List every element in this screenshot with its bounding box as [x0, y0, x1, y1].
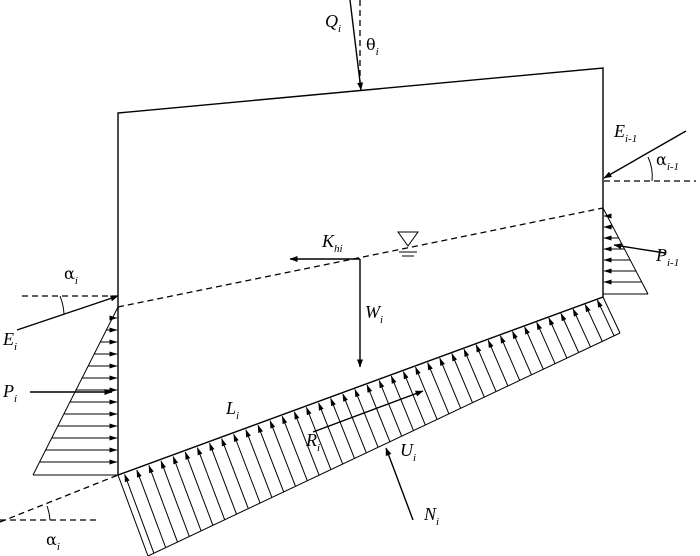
uplift-arrow — [584, 303, 603, 342]
uplift-arrow — [402, 371, 426, 426]
uplift-arrow — [439, 357, 462, 409]
uplift-arrow — [475, 344, 497, 392]
pressure-right-diagram — [602, 207, 649, 295]
label-alpha-left: αi — [64, 264, 78, 287]
uplift-arrow — [463, 348, 485, 398]
uplift-arrow — [124, 473, 155, 554]
uplift-arrow — [293, 411, 320, 476]
uplift-arrow — [342, 393, 367, 454]
uplift-arrow — [366, 384, 391, 442]
pressure-left-diagram — [32, 306, 119, 476]
label-w: Wi — [365, 302, 383, 326]
uplift-arrow — [196, 447, 226, 520]
uplift-arrow — [378, 379, 403, 437]
alpha-right-arc — [647, 156, 653, 182]
alpha-bottom-arc — [46, 505, 51, 521]
uplift-arrow — [390, 375, 414, 431]
uplift-arrow — [148, 464, 178, 543]
uplift-arrow — [209, 442, 237, 515]
label-e-left: Ei — [2, 329, 17, 353]
label-e-right: Ei-1 — [613, 121, 637, 145]
label-alpha-right: αi-1 — [656, 150, 679, 173]
force-p-right-pointer — [613, 243, 666, 254]
uplift-arrow — [596, 299, 615, 336]
uplift-arrow — [136, 469, 167, 548]
uplift-arrow — [427, 362, 450, 415]
uplift-arrow — [415, 366, 438, 420]
uplift-arrow — [221, 438, 249, 509]
uplift-arrow — [536, 321, 556, 364]
label-u: Ui — [400, 440, 416, 464]
label-q: Qi — [325, 11, 341, 35]
uplift-arrow — [560, 312, 580, 353]
uplift-arrow — [451, 353, 473, 403]
force-e-right-arrow — [603, 130, 687, 179]
label-l: Li — [225, 398, 239, 422]
label-p-right: Pi-1 — [655, 245, 679, 269]
label-r: Ri — [305, 430, 320, 454]
uplift-diagram — [117, 296, 621, 556]
pressure-right-arrows — [603, 213, 642, 285]
uplift-arrow — [330, 397, 355, 459]
label-theta: θi — [366, 35, 379, 58]
uplift-arrows — [124, 299, 615, 554]
uplift-arrow — [499, 335, 521, 381]
uplift-arrow — [269, 420, 296, 487]
alpha-left-arc — [59, 295, 65, 315]
uplift-arrow — [548, 317, 568, 359]
uplift-arrow — [354, 388, 379, 448]
uplift-arrow — [305, 406, 332, 470]
force-n-arrow — [385, 447, 414, 521]
uplift-arrow — [318, 402, 344, 465]
uplift-arrow — [160, 460, 190, 537]
water-level-icon — [397, 231, 419, 257]
uplift-arrow — [245, 429, 273, 498]
uplift-arrow — [572, 308, 591, 348]
uplift-arrow — [524, 326, 544, 370]
label-alpha-bottom: αi — [46, 530, 60, 553]
force-e-left-arrow — [16, 295, 119, 331]
uplift-arrow — [233, 433, 261, 504]
label-k: Khi — [321, 231, 343, 255]
label-n: Ni — [423, 504, 439, 528]
label-p-left: Pi — [2, 381, 17, 405]
uplift-arrow — [172, 456, 202, 532]
water-table-line — [117, 207, 604, 308]
uplift-arrow — [257, 424, 285, 493]
force-r-arrow — [312, 390, 424, 433]
base-extension-line — [0, 474, 119, 523]
force-q-arrow — [349, 0, 364, 91]
uplift-arrow — [281, 415, 308, 481]
uplift-arrow — [184, 451, 214, 526]
pressure-left-arrows — [39, 315, 118, 465]
uplift-arrow — [511, 330, 532, 376]
uplift-arrow — [487, 339, 509, 387]
